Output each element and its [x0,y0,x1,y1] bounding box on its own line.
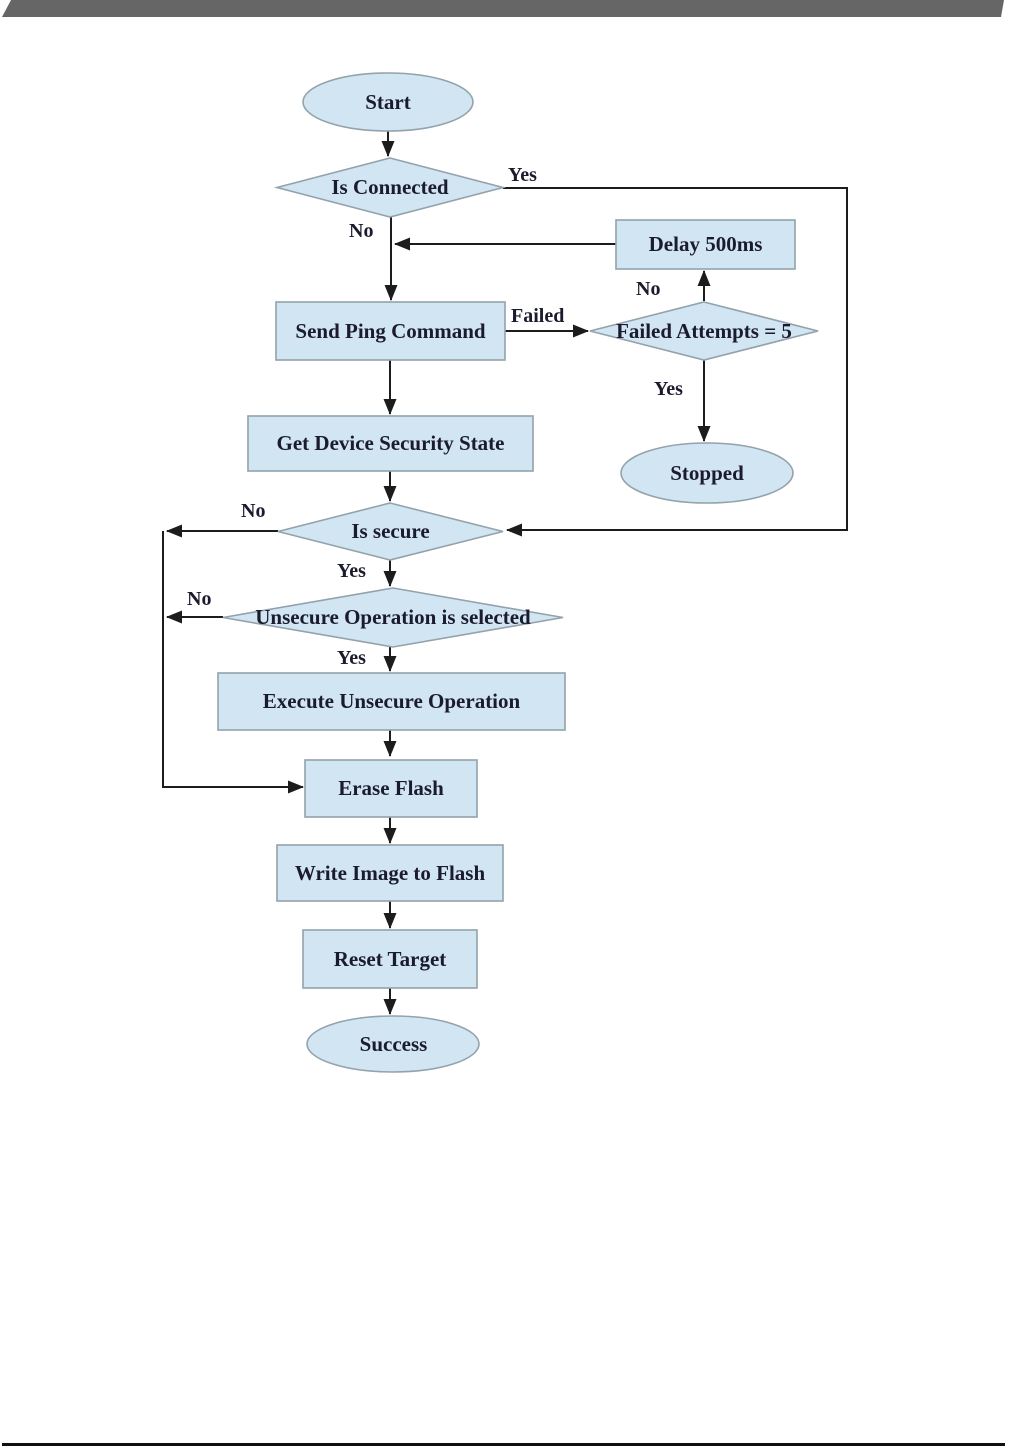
is-connected-node-shape [273,157,507,218]
is-secure-no-label: No [241,500,266,522]
success-node-label: Success [359,1032,428,1056]
send-ping-node-shape [275,301,506,361]
failed-attempts-node-shape [589,301,819,361]
erase-flash-node-shape [304,759,478,818]
is-secure-node-shape [277,502,504,561]
unsecure-no-label: No [187,588,212,610]
edge-junction-to-erase-flash [162,531,304,794]
send-ping-failed-label: Failed [511,305,565,327]
send-ping-node-label: Send Ping Command [295,318,486,343]
failed-attempts-yes-label: Yes [654,378,683,400]
unsecure-yes-label: Yes [337,647,366,669]
start-node-shape [302,72,474,132]
unsecure-selected-node-label: Unsecure Operation is selected [255,605,531,629]
edge-is-connected-yes-to-is-secure [503,187,848,537]
delay-500ms-node-shape [615,219,796,270]
unsecure-selected-node-shape [222,587,564,648]
failed-attempts-no-label: No [636,278,661,300]
start-node-label: Start [365,89,411,114]
delay-500ms-node-label: Delay 500ms [648,232,763,256]
stopped-node-shape [620,442,794,504]
page-header-bar [2,0,1004,17]
get-security-state-node-label: Get Device Security State [276,431,505,455]
reset-target-node-label: Reset Target [333,946,447,971]
get-security-state-node-shape [247,415,534,472]
is-connected-node-label: Is Connected [331,175,449,199]
stopped-node-label: Stopped [670,460,744,485]
is-secure-node-label: Is secure [351,519,430,543]
page-footer-rule [2,1443,1005,1446]
execute-unsecure-node-shape [217,672,566,731]
failed-attempts-node-label: Failed Attempts = 5 [616,318,792,343]
is-secure-yes-label: Yes [337,560,366,582]
write-image-node-shape [276,844,504,902]
execute-unsecure-node-label: Execute Unsecure Operation [262,689,521,713]
erase-flash-node-label: Erase Flash [338,776,444,800]
write-image-node-label: Write Image to Flash [294,860,486,885]
reset-target-node-shape [302,929,478,989]
is-connected-yes-label: Yes [508,164,537,186]
success-node-shape [306,1015,480,1073]
is-connected-no-label: No [349,220,374,242]
